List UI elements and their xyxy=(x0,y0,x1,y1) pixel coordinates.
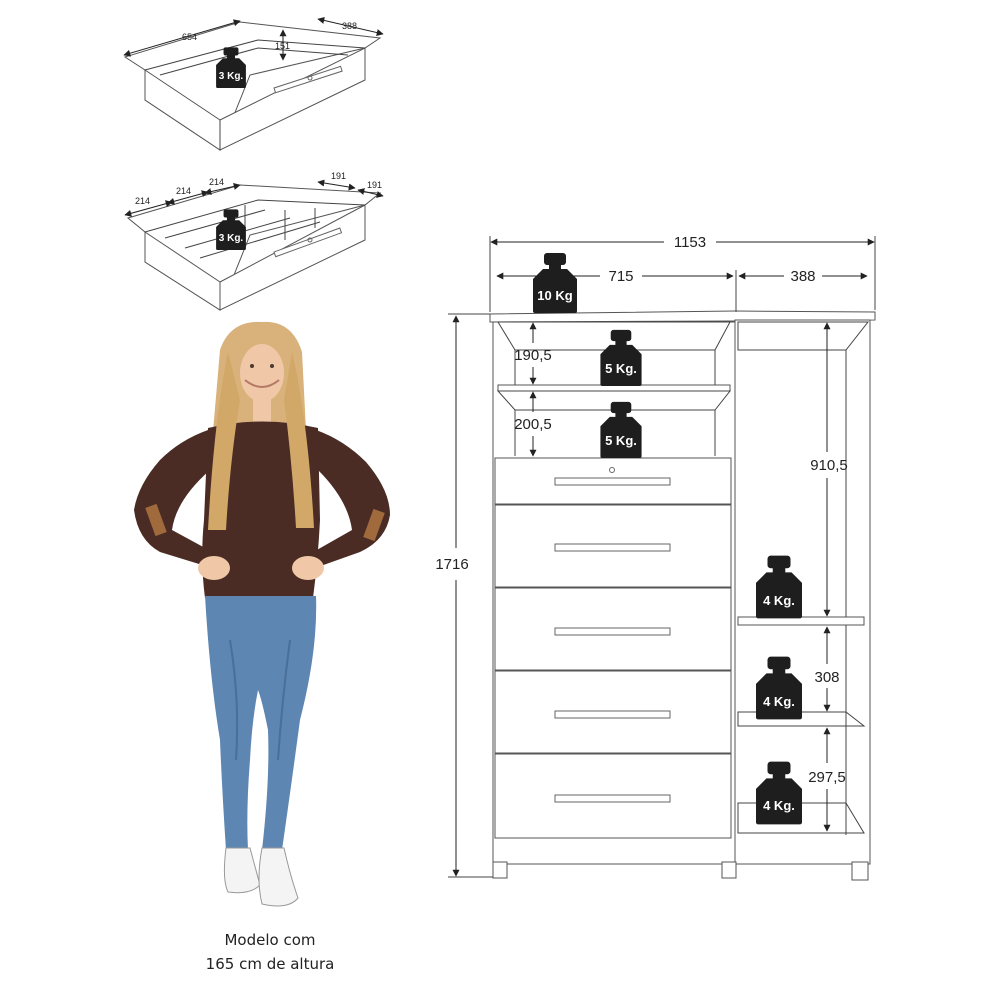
drawer-divided-compartment-d: 191 xyxy=(331,171,346,181)
right-upper-height: 910,5 xyxy=(810,457,848,474)
model-person-illustration xyxy=(134,321,390,907)
model-caption-line2: 165 cm de altura xyxy=(205,955,335,973)
model-caption-line1: Modelo com xyxy=(224,931,316,949)
cabinet-total-width: 1153 xyxy=(674,234,706,251)
drawer-divided-compartment-e: 191 xyxy=(367,180,382,190)
shelf1-weight: 4 Kg. xyxy=(763,593,795,608)
model-caption: Modelo com 165 cm de altura xyxy=(140,928,400,976)
drawer-single-illustration xyxy=(123,17,384,151)
niche1-weight: 5 Kg. xyxy=(605,361,637,376)
weight-icon xyxy=(533,253,577,313)
drawer-single-weight: 3 Kg. xyxy=(219,71,244,82)
drawer-single-depth: 388 xyxy=(342,21,357,31)
drawer-divided-compartment-b: 214 xyxy=(176,186,191,196)
top-weight: 10 Kg xyxy=(537,288,572,303)
shelf2-weight: 4 Kg. xyxy=(763,694,795,709)
drawer-divided-compartment-a: 214 xyxy=(135,196,150,206)
drawer-divided-illustration xyxy=(124,179,384,311)
drawer-single-height: 151 xyxy=(275,41,290,51)
second-niche-height: 200,5 xyxy=(514,416,552,433)
drawer-single-width: 654 xyxy=(182,32,197,42)
cabinet-illustration xyxy=(489,310,876,881)
drawer-divided-compartment-c: 214 xyxy=(209,177,224,187)
drawer-divided-weight: 3 Kg. xyxy=(219,233,244,244)
cabinet-total-height: 1716 xyxy=(435,556,468,573)
right-lower-height: 297,5 xyxy=(808,769,846,786)
right-middle-height: 308 xyxy=(814,669,839,686)
cabinet-left-width: 715 xyxy=(608,268,633,285)
top-niche-height: 190,5 xyxy=(514,347,552,364)
niche2-weight: 5 Kg. xyxy=(605,433,637,448)
cabinet-right-width: 388 xyxy=(790,268,815,285)
shelf3-weight: 4 Kg. xyxy=(763,798,795,813)
cabinet-dimension-lines xyxy=(448,236,876,878)
